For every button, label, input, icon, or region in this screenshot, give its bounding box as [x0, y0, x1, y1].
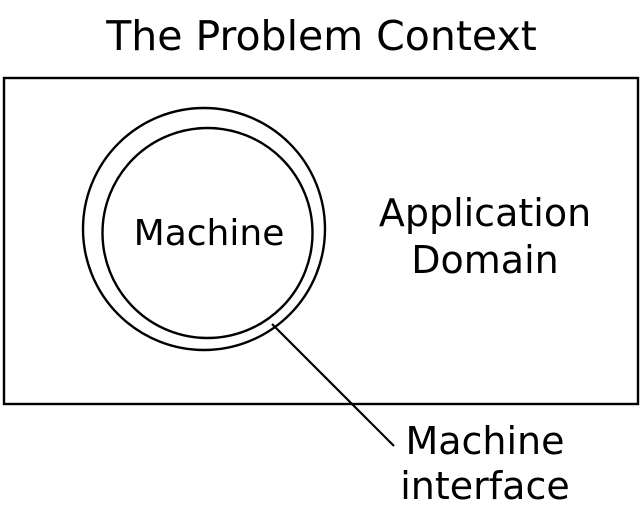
application-domain-box: [2, 76, 640, 406]
machine-label: Machine: [133, 213, 285, 254]
machine-inner-circle: [101, 126, 314, 340]
machine-outer-circle: [81, 106, 327, 352]
machine-interface-callout-line: [271, 323, 395, 447]
page-title: The Problem Context: [106, 12, 537, 60]
machine-interface-label: Machine interface: [400, 419, 570, 508]
application-domain-label: Application Domain: [378, 191, 592, 282]
